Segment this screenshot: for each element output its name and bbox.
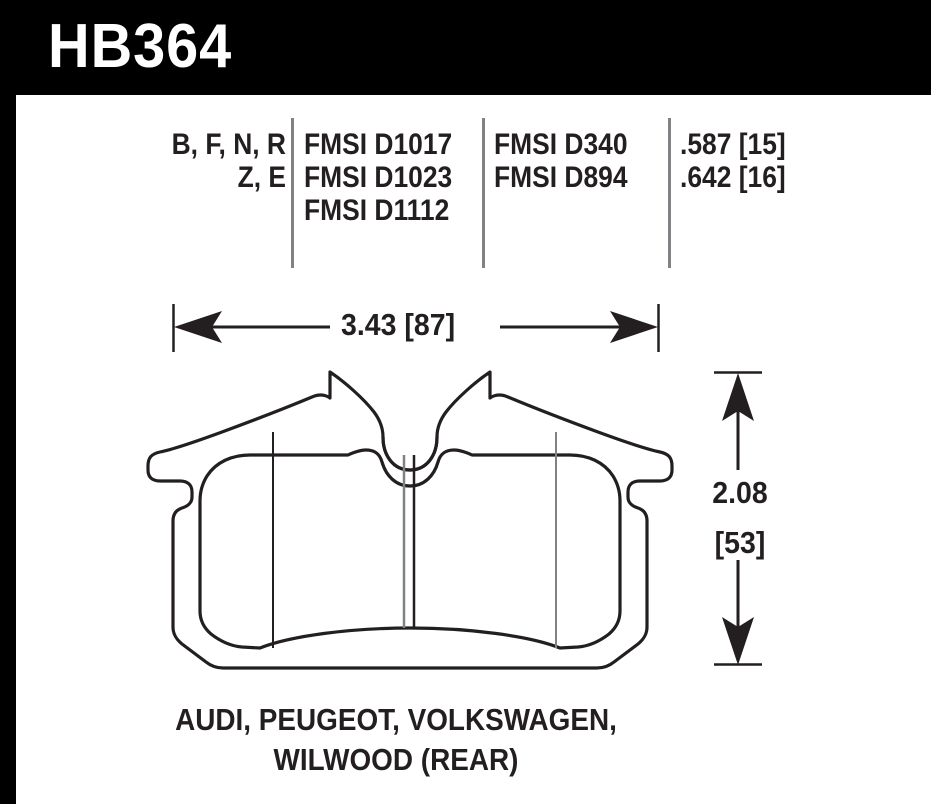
table-cell-fmsi-group-2: FMSI D340 FMSI D894 [494,128,670,194]
table-cell-compounds: B, F, N, R Z, E [136,128,286,194]
fmsi-line-2: FMSI D1023 [304,161,453,194]
spec-table: B, F, N, R Z, E FMSI D1017 FMSI D1023 FM… [16,112,931,268]
table-divider-3 [668,118,671,268]
arrowhead-left [174,311,222,343]
caption-line-1: AUDI, PEUGEOT, VOLKSWAGEN, [175,702,617,737]
fmsi-line-1: FMSI D1017 [304,128,453,161]
fmsi-line-4: FMSI D340 [494,128,628,161]
friction-material-outline [198,448,622,650]
arrowhead-up [722,373,754,421]
page-title: HB364 [48,12,233,81]
vehicle-application-caption: AUDI, PEUGEOT, VOLKSWAGEN, WILWOOD (REAR… [16,700,776,780]
height-dimension-value: 2.08 [712,475,768,510]
thickness-line-1: .587 [15] [680,128,786,161]
fmsi-line-5: FMSI D894 [494,161,628,194]
header-band: HB364 [0,0,931,95]
fmsi-line-3: FMSI D1112 [304,194,450,227]
table-divider-2 [482,118,485,268]
compound-line-1: B, F, N, R [171,128,286,161]
width-dimension-label: 3.43 [87] [341,307,456,342]
left-border-rail [0,95,16,804]
backing-plate-outline [146,370,674,670]
table-divider-1 [291,118,294,268]
notch-arc [381,435,439,472]
table-cell-fmsi-group-1: FMSI D1017 FMSI D1023 FMSI D1112 [304,128,484,227]
height-dimension-metric: [53] [714,525,766,560]
thickness-line-2: .642 [16] [680,161,786,194]
caption-line-2: WILWOOD (REAR) [273,742,519,777]
height-dimension-label: 2.08 [53] [700,468,780,568]
arrowhead-down [722,617,754,665]
compound-line-2: Z, E [237,161,286,194]
arrowhead-right [610,311,658,343]
table-cell-thickness: .587 [15] .642 [16] [680,128,870,194]
